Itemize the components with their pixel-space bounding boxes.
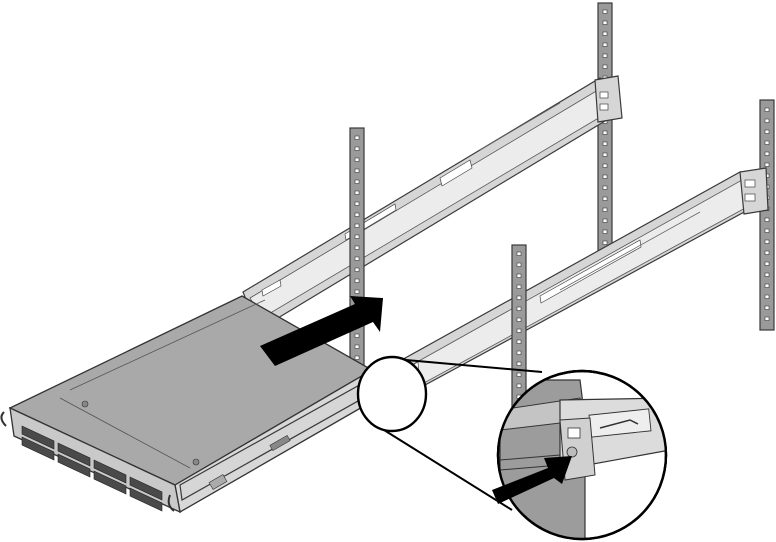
- post-hole: [354, 179, 360, 184]
- rack-post-front-left: [349, 127, 365, 397]
- post-hole: [602, 64, 608, 69]
- post-hole: [602, 152, 608, 157]
- post-hole: [602, 240, 608, 245]
- post-hole: [764, 261, 770, 266]
- post-hole: [354, 256, 360, 261]
- post-hole: [516, 328, 522, 333]
- post-hole: [354, 355, 360, 360]
- post-hole: [764, 272, 770, 277]
- post-hole: [602, 130, 608, 135]
- post-hole: [516, 262, 522, 267]
- post-hole: [764, 316, 770, 321]
- post-hole: [354, 146, 360, 151]
- post-hole: [764, 294, 770, 299]
- drive-bay: [57, 442, 91, 467]
- drive-bay: [57, 453, 91, 478]
- post-hole: [602, 174, 608, 179]
- post-hole: [602, 20, 608, 25]
- post-hole: [354, 168, 360, 173]
- post-hole: [602, 196, 608, 201]
- post-hole: [516, 372, 522, 377]
- post-hole: [602, 218, 608, 223]
- post-hole: [354, 333, 360, 338]
- post-hole: [516, 251, 522, 256]
- post-hole: [354, 190, 360, 195]
- post-hole: [602, 141, 608, 146]
- slide-rail-left: [242, 75, 623, 331]
- post-hole: [764, 305, 770, 310]
- post-hole: [516, 383, 522, 388]
- post-hole: [354, 212, 360, 217]
- post-hole: [354, 201, 360, 206]
- post-hole: [516, 306, 522, 311]
- magnify-callout: [356, 355, 668, 541]
- post-hole: [354, 344, 360, 349]
- rack-post-rear-right: [759, 99, 775, 331]
- drive-bay: [21, 436, 55, 461]
- post-hole: [354, 234, 360, 239]
- post-hole: [764, 129, 770, 134]
- post-hole: [764, 283, 770, 288]
- post-hole: [516, 317, 522, 322]
- post-hole: [764, 107, 770, 112]
- post-hole: [764, 140, 770, 145]
- post-hole: [516, 361, 522, 366]
- drive-bay: [93, 470, 127, 495]
- post-hole: [354, 245, 360, 250]
- post-hole: [602, 185, 608, 190]
- rack-post-rear-left: [597, 2, 613, 254]
- post-hole: [602, 163, 608, 168]
- post-hole: [516, 284, 522, 289]
- post-hole: [764, 118, 770, 123]
- post-hole: [354, 223, 360, 228]
- post-hole: [764, 217, 770, 222]
- post-hole: [516, 295, 522, 300]
- drive-bay: [129, 487, 163, 512]
- post-hole: [354, 267, 360, 272]
- post-hole: [354, 289, 360, 294]
- post-hole: [602, 53, 608, 58]
- post-hole: [354, 135, 360, 140]
- post-hole: [764, 151, 770, 156]
- insert-arrow-detail: [492, 456, 572, 504]
- drive-bay: [129, 476, 163, 501]
- post-hole: [602, 207, 608, 212]
- drive-bay: [93, 459, 127, 484]
- post-hole: [764, 162, 770, 167]
- post-hole: [602, 9, 608, 14]
- post-hole: [602, 42, 608, 47]
- post-hole: [764, 228, 770, 233]
- insert-arrow-main: [260, 296, 383, 366]
- rack-post-front-right: [511, 244, 527, 426]
- post-hole: [516, 350, 522, 355]
- post-hole: [602, 31, 608, 36]
- drive-bay: [21, 425, 55, 450]
- post-hole: [764, 239, 770, 244]
- post-hole: [764, 250, 770, 255]
- post-hole: [516, 273, 522, 278]
- post-hole: [516, 339, 522, 344]
- post-hole: [602, 229, 608, 234]
- post-hole: [354, 157, 360, 162]
- post-hole: [354, 278, 360, 283]
